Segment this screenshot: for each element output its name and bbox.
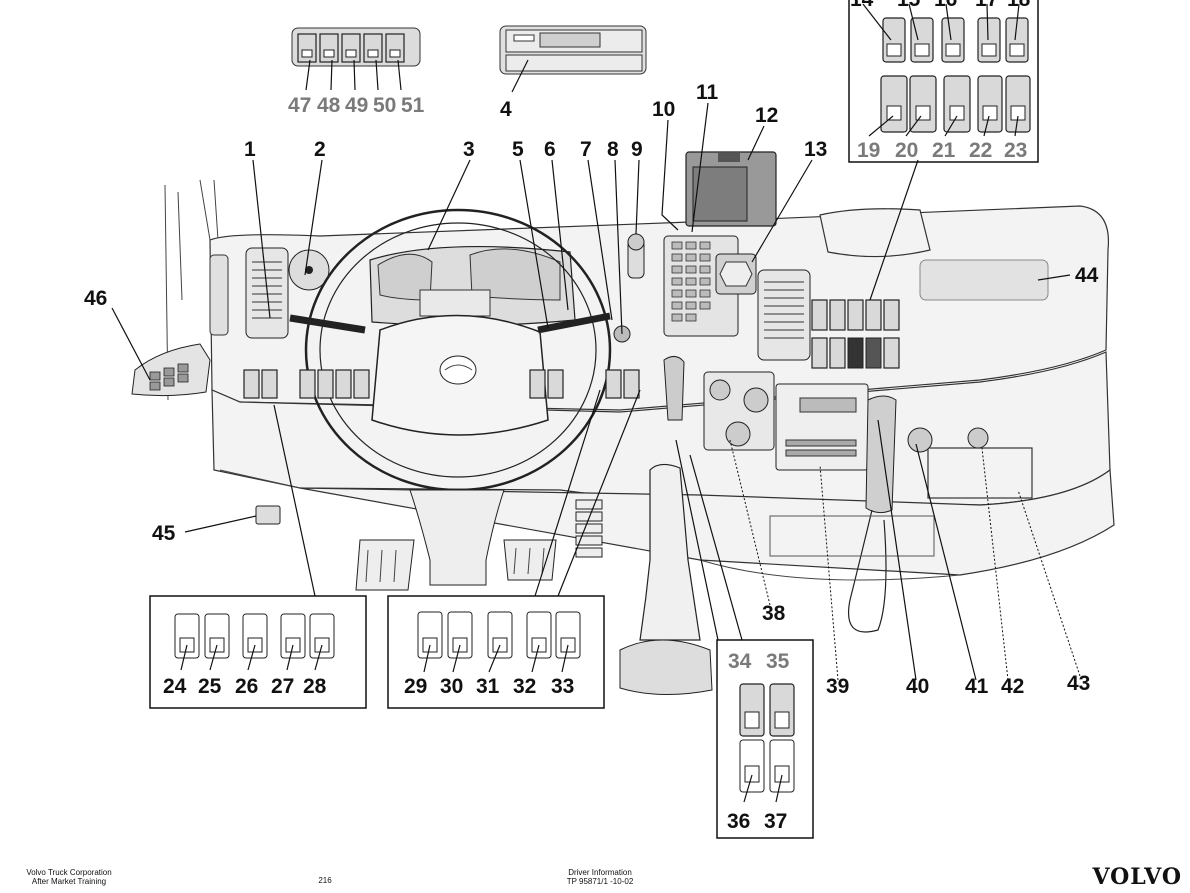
right-switch-panel [811,299,900,369]
footer-company: Volvo Truck Corporation After Market Tra… [4,868,134,886]
callout-15: 15 [897,0,921,11]
callout-2: 2 [314,138,326,161]
callout-14: 14 [850,0,874,11]
callout-16: 16 [934,0,957,11]
callout-38: 38 [762,602,786,625]
footer-doc-line2: TP 95871/1 -10-02 [566,877,634,886]
callout-3: 3 [463,138,475,161]
volvo-logo: VOLVO [1092,864,1182,890]
callout-18: 18 [1007,0,1031,11]
steering-wheel [304,208,612,492]
dash-switch-row-right [529,369,640,399]
callout-10: 10 [652,98,675,121]
callout-20: 20 [895,139,918,162]
callout-48: 48 [317,94,341,117]
callout-35: 35 [766,650,790,673]
inset-tachograph [499,25,647,75]
callout-37: 37 [764,810,787,833]
callout-36: 36 [727,810,750,833]
callout-40: 40 [906,675,929,698]
callout-13: 13 [804,138,827,161]
callout-11: 11 [696,81,719,104]
callout-19: 19 [857,139,880,162]
callout-47: 47 [288,94,311,117]
callout-32: 32 [513,675,536,698]
footer-document-info: Driver Information TP 95871/1 -10-02 [520,868,680,886]
callout-12: 12 [755,104,778,127]
callout-50: 50 [373,94,396,117]
callout-41: 41 [965,675,989,698]
callout-51: 51 [401,94,425,117]
footer-doc-line1: Driver Information [568,868,632,877]
callout-30: 30 [440,675,463,698]
leader-lines [111,3,1081,803]
callout-numbers: 1 2 3 4 5 6 7 8 9 10 11 12 13 14 15 16 1… [84,0,1099,833]
footer-company-line1: Volvo Truck Corporation [26,868,112,877]
callout-1: 1 [244,138,256,161]
callout-25: 25 [198,675,222,698]
callout-44: 44 [1075,264,1099,287]
inset-switches-24-28 [149,595,367,709]
callout-23: 23 [1004,139,1027,162]
dashboard-body [131,151,1115,695]
callout-43: 43 [1067,672,1090,695]
callout-7: 7 [580,138,592,161]
callout-17: 17 [975,0,998,11]
callout-6: 6 [544,138,556,161]
dash-switch-row-left [243,369,370,399]
callout-49: 49 [345,94,368,117]
inset-switches-47-51 [291,27,421,67]
callout-5: 5 [512,138,524,161]
callout-29: 29 [404,675,427,698]
callout-26: 26 [235,675,258,698]
callout-4: 4 [500,98,512,121]
callout-22: 22 [969,139,992,162]
inset-switches-14-23 [848,0,1039,163]
callout-31: 31 [476,675,500,698]
inset-switches-29-33 [387,595,605,709]
callout-8: 8 [607,138,619,161]
footer-company-line2: After Market Training [31,877,107,886]
callout-46: 46 [84,287,107,310]
callout-24: 24 [163,675,187,698]
callout-27: 27 [271,675,294,698]
callout-34: 34 [728,650,752,673]
callout-28: 28 [303,675,327,698]
callout-45: 45 [152,522,176,545]
callout-21: 21 [932,139,956,162]
callout-33: 33 [551,675,574,698]
inset-switches-34-37 [716,639,814,839]
footer-page-number: 216 [318,876,332,885]
callout-9: 9 [631,138,643,161]
callout-39: 39 [826,675,849,698]
callout-42: 42 [1001,675,1024,698]
